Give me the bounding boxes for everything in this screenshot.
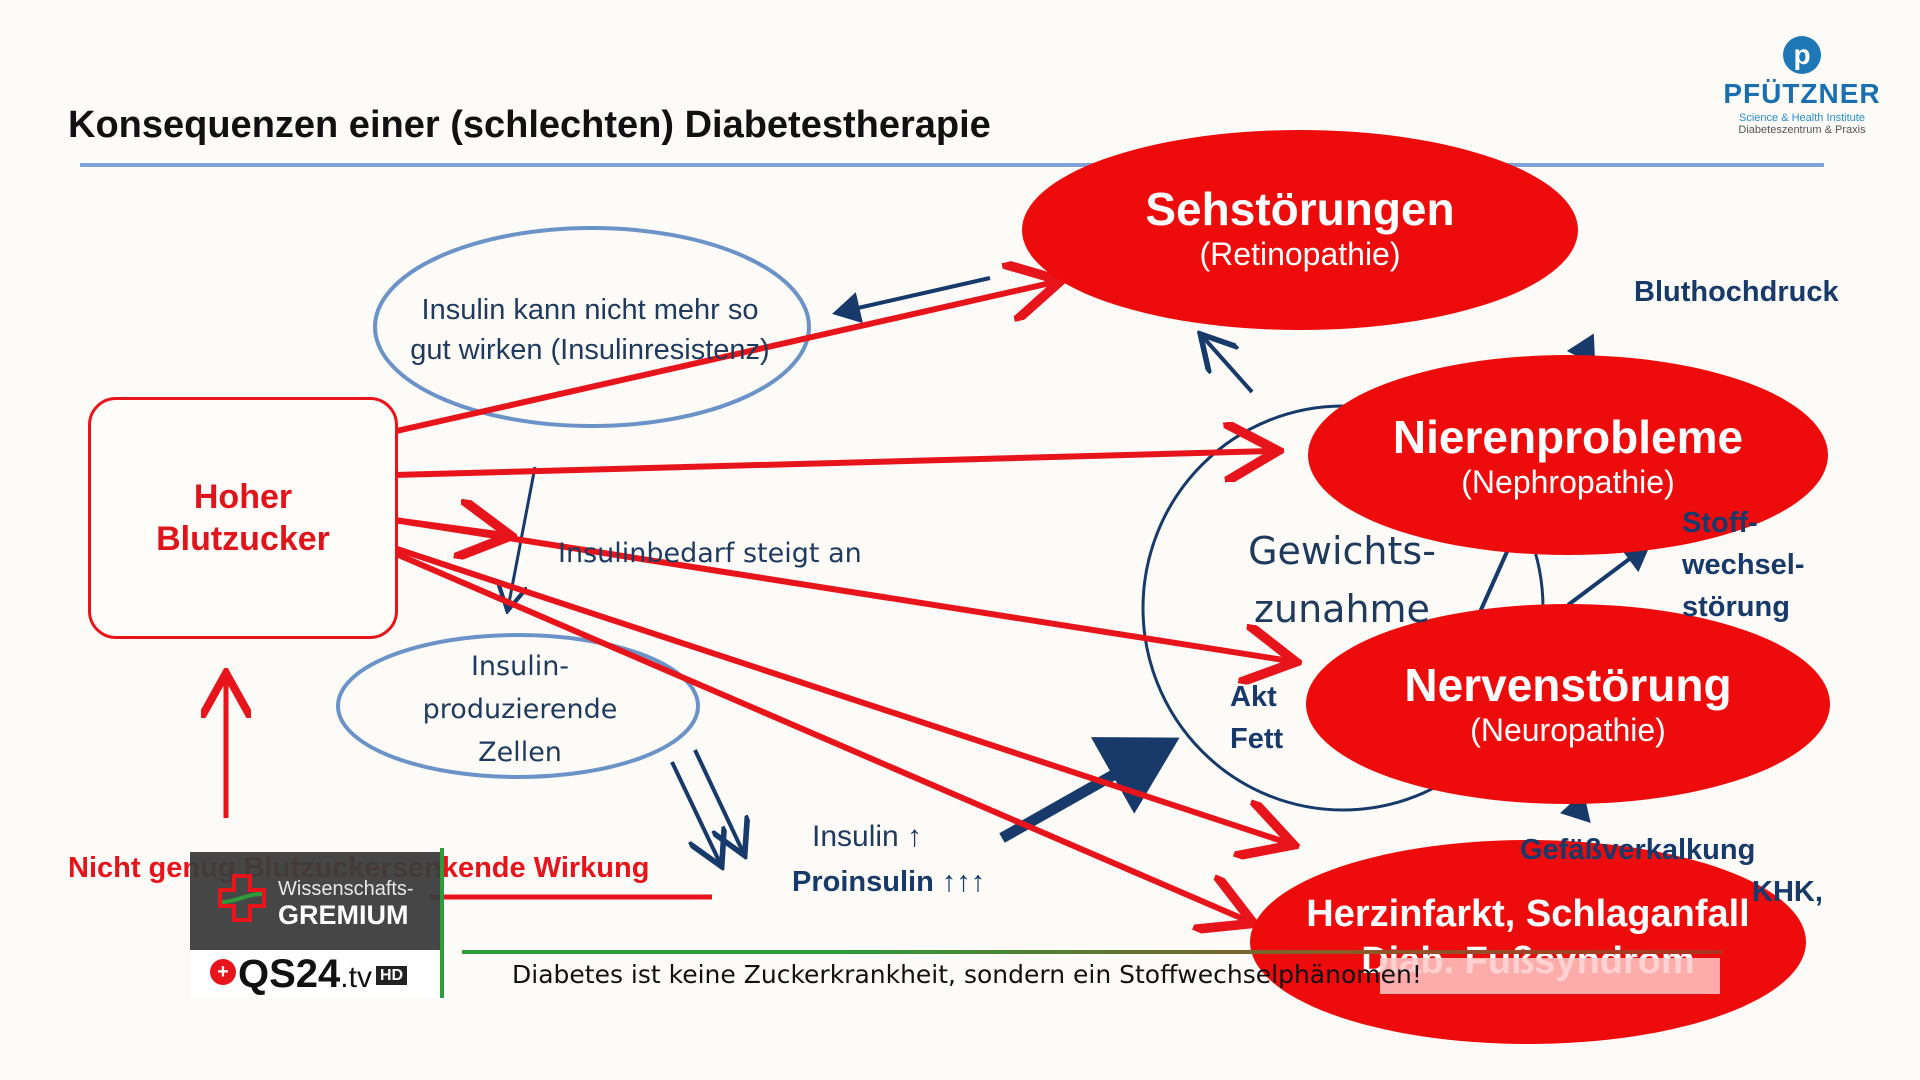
ticker-divider bbox=[440, 848, 444, 998]
retinopathie-sub: (Retinopathie) bbox=[1199, 236, 1401, 272]
logo-p-icon: p bbox=[1783, 36, 1821, 74]
bluthochdruck-label: Bluthochdruck bbox=[1634, 276, 1839, 308]
activity-fat-text: Akt Fett bbox=[1230, 676, 1283, 760]
medical-cross-icon bbox=[218, 874, 266, 922]
arrow-cells-down-2 bbox=[693, 749, 743, 852]
weight-gain-text: Gewichts- zunahme bbox=[1232, 522, 1452, 638]
insulin-cells-line1: Insulin- bbox=[470, 651, 570, 682]
insulin-cells-text: Insulin- produzierende Zellen bbox=[380, 645, 660, 774]
arrow-to-stoffwechsel bbox=[1566, 542, 1652, 607]
stoffwechsel-line2: wechsel- bbox=[1682, 549, 1805, 581]
red-arrow-retina bbox=[391, 282, 1055, 435]
nephropathie-sub: (Nephropathie) bbox=[1461, 464, 1675, 500]
red-arrow-gefaess bbox=[393, 545, 1288, 843]
insulin-resistance-ellipse bbox=[373, 226, 811, 428]
gefaess-label: Gefäßverkalkung bbox=[1520, 834, 1756, 866]
red-arrow-neuro bbox=[393, 517, 1290, 661]
plus-circle-icon: + bbox=[210, 959, 236, 986]
insulin-demand-label: Insulinbedarf steigt an bbox=[558, 538, 862, 569]
neuropathie-title: Nervenstörung bbox=[1404, 659, 1732, 711]
proinsulin-label: Proinsulin ↑↑↑ bbox=[792, 866, 986, 898]
ellipse-nephropathie bbox=[1308, 355, 1828, 555]
arrow-insulin-to-weight bbox=[999, 737, 1180, 843]
ellipse-retinopathie bbox=[1022, 130, 1578, 330]
stoffwechsel-line1: Stoff- bbox=[1682, 507, 1758, 539]
stoffwechsel-line3: störung bbox=[1682, 591, 1790, 623]
neuropathie-label: Nervenstörung (Neuropathie) bbox=[1306, 658, 1830, 749]
insulin-cells-ellipse bbox=[336, 633, 700, 779]
insulin-up-label: Insulin ↑ bbox=[812, 820, 923, 853]
hoher-blutzucker-line1: Hoher bbox=[193, 478, 293, 516]
neuropathie-sub: (Neuropathie) bbox=[1470, 712, 1666, 748]
arrow-to-resistance bbox=[832, 276, 991, 324]
insulin-resistance-line2: gut wirken (Insulinresistenz) bbox=[410, 334, 770, 366]
title-underline bbox=[80, 163, 1824, 167]
logo-subtitle-2: Diabeteszentrum & Praxis bbox=[1738, 124, 1866, 136]
insulin-resistance-text: Insulin kann nicht mehr so gut wirken (I… bbox=[410, 290, 770, 370]
ellipse-neuropathie bbox=[1306, 604, 1830, 804]
retinopathie-title: Sehstörungen bbox=[1145, 183, 1455, 235]
arrow-inner-weight bbox=[1478, 544, 1512, 613]
ticker-highlight bbox=[1380, 958, 1720, 994]
hoher-blutzucker-line2: Blutzucker bbox=[156, 520, 330, 558]
slide-title: Konsequenzen einer (schlechten) Diabetes… bbox=[68, 104, 991, 146]
hd-badge: HD bbox=[375, 966, 408, 986]
pfuetzner-logo: p PFÜTZNER Science & Health Institute Di… bbox=[1712, 36, 1892, 136]
retinopathie-label: Sehstörungen (Retinopathie) bbox=[1022, 182, 1578, 273]
red-arrow-nephro bbox=[393, 451, 1272, 475]
channel-name: QS24 bbox=[238, 952, 341, 996]
insulin-resistance-line1: Insulin kann nicht mehr so bbox=[421, 294, 759, 326]
channel-tld: .tv bbox=[340, 961, 372, 994]
ticker-line bbox=[462, 950, 1722, 954]
logo-subtitle-1: Science & Health Institute bbox=[1739, 112, 1865, 124]
insulin-cells-line2: produzierende bbox=[422, 694, 618, 725]
weight-gain-line2: zunahme bbox=[1254, 587, 1430, 631]
arrow-weight-to-retina bbox=[1203, 337, 1254, 394]
herzinfarkt-title: Herzinfarkt, Schlaganfall bbox=[1306, 893, 1750, 935]
weight-gain-line1: Gewichts- bbox=[1248, 529, 1436, 573]
arrow-cells-down-1 bbox=[670, 761, 720, 863]
nephropathie-label: Nierenprobleme (Nephropathie) bbox=[1308, 410, 1828, 501]
hoher-blutzucker-box: Hoher Blutzucker bbox=[88, 397, 398, 639]
gremium-bottom-text: GREMIUM bbox=[278, 900, 409, 930]
khk-label: KHK, bbox=[1752, 876, 1823, 908]
gremium-top-text: Wissenschafts- bbox=[278, 878, 414, 900]
nephropathie-title: Nierenprobleme bbox=[1392, 411, 1744, 463]
activity-line2: Fett bbox=[1230, 723, 1284, 755]
activity-line1: Akt bbox=[1230, 681, 1277, 713]
stoffwechsel-label: Stoff- wechsel- störung bbox=[1682, 502, 1805, 628]
red-arrow-herz bbox=[392, 550, 1248, 921]
insulin-cells-line3: Zellen bbox=[478, 737, 562, 768]
ticker-text: Diabetes ist keine Zuckerkrankheit, sond… bbox=[512, 960, 1422, 989]
logo-name: PFÜTZNER bbox=[1723, 78, 1881, 109]
